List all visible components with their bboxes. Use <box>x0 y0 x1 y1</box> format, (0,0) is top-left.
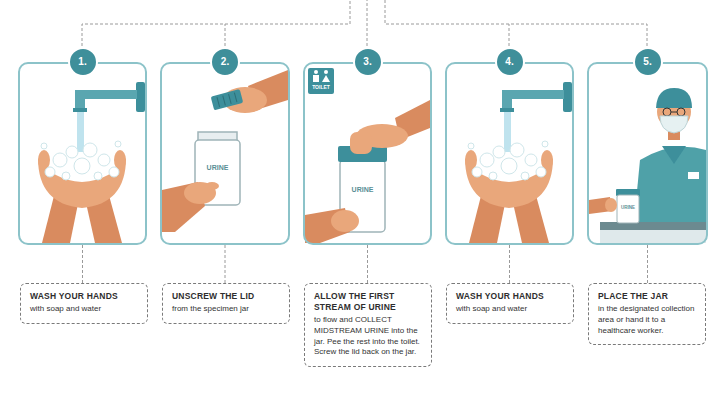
jar-label: URINE <box>195 164 240 172</box>
instruction-box: UNSCREW THE LID from the specimen jar <box>162 283 290 324</box>
step-description: to flow and COLLECT MIDSTREAM URINE into… <box>314 315 422 358</box>
step-number-circle: 3. <box>353 47 383 77</box>
step-number-circle: 5. <box>633 47 663 77</box>
instruction-box: PLACE THE JAR in the designated collectio… <box>588 283 706 345</box>
dashed-connector <box>225 245 226 283</box>
step-description: with soap and water <box>30 304 138 315</box>
toilet-sign-label: TOILET <box>308 85 334 91</box>
step-panel: 5. <box>587 62 708 245</box>
step-heading: WASH YOUR HANDS <box>30 291 138 302</box>
step-number: 1. <box>70 49 96 75</box>
step-description: with soap and water <box>456 304 564 315</box>
step-number-circle: 1. <box>68 47 98 77</box>
dashed-connector <box>367 245 368 283</box>
collect-sample-figure <box>305 68 430 243</box>
step-number: 5. <box>635 49 661 75</box>
step-number-circle: 2. <box>210 47 240 77</box>
step-heading: UNSCREW THE LID <box>172 291 280 302</box>
step-number: 2. <box>212 49 238 75</box>
dashed-connector <box>509 245 510 283</box>
unscrew-lid-figure <box>162 70 288 232</box>
step-heading: ALLOW THE FIRST STREAM OF URINE <box>314 291 422 313</box>
step-description: in the designated collection area or han… <box>598 304 696 336</box>
washing-hands-1 <box>38 82 145 243</box>
jar-label: URINE <box>617 206 639 211</box>
step-panel: 4. <box>445 62 574 245</box>
header-leader-lines <box>82 0 647 46</box>
dashed-connector <box>82 245 83 283</box>
instruction-box: WASH YOUR HANDS with soap and water <box>446 283 574 324</box>
healthcare-worker-figure <box>589 88 706 243</box>
step-panel: 1. <box>18 62 147 245</box>
step-number: 3. <box>355 49 381 75</box>
step-heading: PLACE THE JAR <box>598 291 696 302</box>
dashed-connector <box>647 245 648 283</box>
washing-hands-4 <box>465 82 572 243</box>
step-description: from the specimen jar <box>172 304 280 315</box>
jar-label: URINE <box>340 186 385 194</box>
step-number: 4. <box>497 49 523 75</box>
step-heading: WASH YOUR HANDS <box>456 291 564 302</box>
step-panel: 2. <box>160 62 290 245</box>
instruction-box: ALLOW THE FIRST STREAM OF URINEto flow a… <box>304 283 432 367</box>
instruction-box: WASH YOUR HANDS with soap and water <box>20 283 148 324</box>
step-number-circle: 4. <box>495 47 525 77</box>
